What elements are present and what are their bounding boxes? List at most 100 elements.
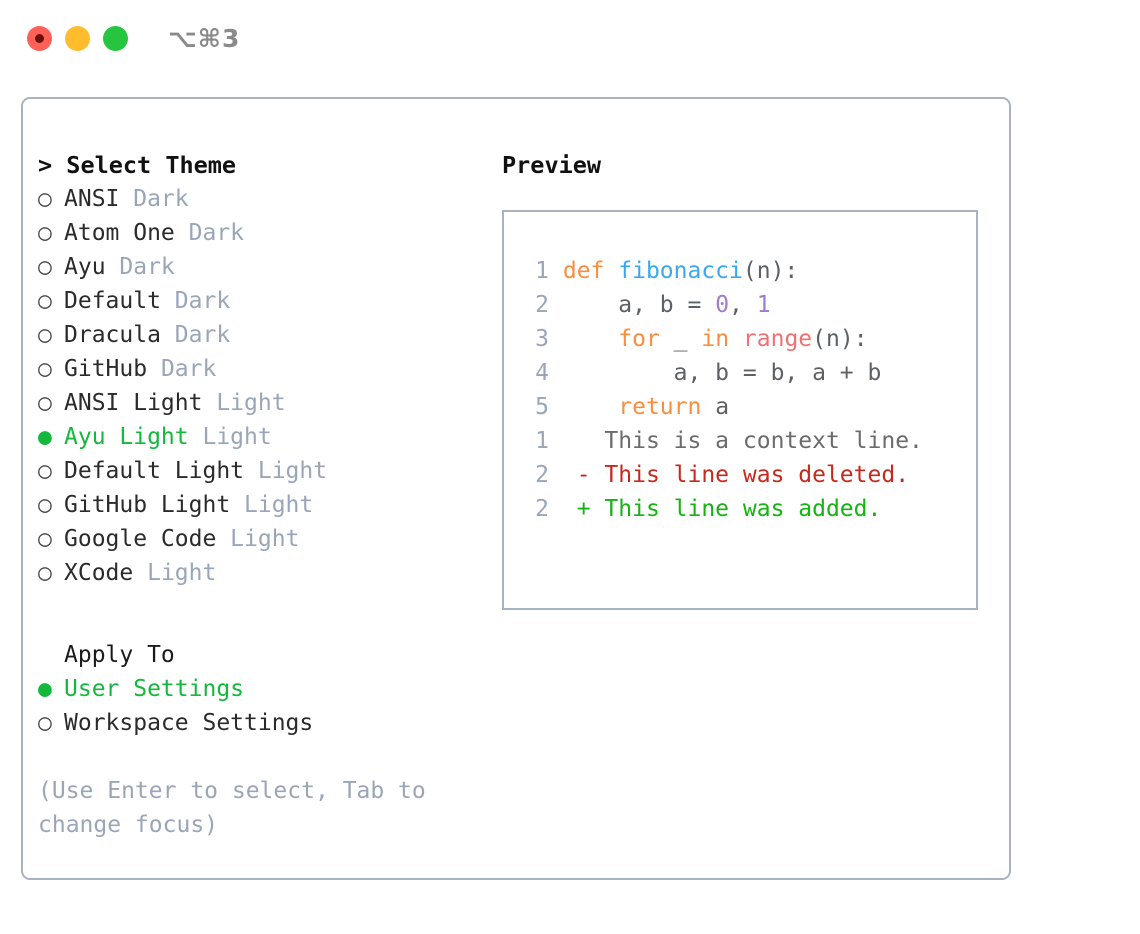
code-token: a, b = b, a + b bbox=[562, 360, 882, 386]
line-number: 5 bbox=[535, 394, 549, 420]
line-number: 2 bbox=[535, 496, 549, 522]
apply-to-item[interactable]: ● User Settings bbox=[38, 672, 478, 706]
code-token: 0 bbox=[715, 292, 730, 318]
code-token bbox=[563, 326, 618, 352]
title-bar: ⌥⌘3 bbox=[0, 0, 1140, 76]
theme-kind-label: Dark bbox=[160, 288, 231, 314]
radio-unselected-icon: ○ bbox=[38, 322, 66, 348]
theme-name-label: Dracula bbox=[64, 322, 161, 348]
radio-unselected-icon: ○ bbox=[38, 560, 66, 586]
radio-unselected-icon: ○ bbox=[38, 356, 66, 382]
theme-list-item[interactable]: ○ Default Dark bbox=[38, 284, 478, 318]
diff-line: 2 + This line was added. bbox=[523, 492, 923, 526]
diff-sign: + bbox=[576, 496, 605, 522]
theme-name-label: ANSI bbox=[64, 186, 120, 212]
theme-list-item[interactable]: ○ GitHub Light Light bbox=[38, 488, 478, 522]
code-token: (n): bbox=[742, 258, 799, 284]
theme-kind-label: Light bbox=[202, 390, 286, 416]
theme-name-label: Default bbox=[64, 288, 161, 314]
diff-line: 2 - This line was deleted. bbox=[523, 458, 923, 492]
main-panel: > Select Theme ○ ANSI Dark○ Atom One Dar… bbox=[21, 97, 1011, 880]
theme-list-item[interactable]: ○ XCode Light bbox=[38, 556, 478, 590]
radio-unselected-icon: ○ bbox=[38, 390, 66, 416]
radio-unselected-icon: ○ bbox=[38, 492, 66, 518]
diff-text: This line was added. bbox=[604, 496, 882, 522]
code-token: , bbox=[729, 292, 757, 318]
traffic-lights bbox=[27, 26, 128, 51]
diff-text: This is a context line. bbox=[604, 428, 923, 454]
code-token bbox=[563, 394, 618, 420]
theme-name-label: Google Code bbox=[64, 526, 217, 552]
theme-kind-label: Light bbox=[188, 424, 272, 450]
theme-list-item[interactable]: ○ Google Code Light bbox=[38, 522, 478, 556]
apply-to-heading-label: Apply To bbox=[64, 642, 175, 668]
diff-sign: - bbox=[576, 462, 605, 488]
theme-name-label: XCode bbox=[64, 560, 134, 586]
code-token: _ bbox=[659, 326, 702, 352]
theme-list-item[interactable]: ○ Atom One Dark bbox=[38, 216, 478, 250]
selection-caret: > bbox=[38, 151, 67, 179]
keyboard-shortcut-label: ⌥⌘3 bbox=[168, 24, 241, 53]
theme-kind-label: Light bbox=[216, 526, 300, 552]
line-number: 1 bbox=[535, 428, 549, 454]
diff-line: 1 This is a context line. bbox=[523, 424, 923, 458]
code-line: 1 def fibonacci(n): bbox=[523, 254, 881, 288]
preview-title: Preview bbox=[502, 151, 602, 179]
theme-list-item[interactable]: ○ Dracula Dark bbox=[38, 318, 478, 352]
close-button-icon[interactable] bbox=[27, 26, 52, 51]
radio-selected-icon: ● bbox=[38, 676, 66, 702]
code-token: 1 bbox=[756, 292, 771, 318]
code-line: 5 return a bbox=[523, 390, 881, 424]
theme-kind-label: Dark bbox=[174, 220, 245, 246]
code-token: def bbox=[562, 258, 619, 284]
line-number: 3 bbox=[535, 326, 549, 352]
page-title-label: Select Theme bbox=[66, 151, 237, 179]
apply-to-item[interactable]: ○ Workspace Settings bbox=[38, 706, 478, 740]
keyboard-hint: (Use Enter to select, Tab to change focu… bbox=[38, 778, 426, 838]
radio-unselected-icon: ○ bbox=[38, 288, 66, 314]
maximize-button-icon[interactable] bbox=[103, 26, 128, 51]
code-token: a, b = bbox=[562, 292, 716, 318]
theme-list-item[interactable]: ○ Default Light Light bbox=[38, 454, 478, 488]
apply-to-heading: Apply To bbox=[38, 638, 478, 672]
theme-kind-label: Light bbox=[230, 492, 314, 518]
code-token: (n): bbox=[812, 326, 868, 352]
diff-sample: 1 This is a context line.2 - This line w… bbox=[523, 424, 923, 526]
theme-list-item[interactable]: ● Ayu Light Light bbox=[38, 420, 478, 454]
radio-unselected-icon: ○ bbox=[38, 710, 66, 736]
theme-list-item[interactable]: ○ GitHub Dark bbox=[38, 352, 478, 386]
code-token: fibonacci bbox=[618, 258, 743, 284]
apply-to-list: ● User Settings○ Workspace Settings bbox=[38, 672, 478, 740]
code-line: 3 for _ in range(n): bbox=[523, 322, 881, 356]
line-number: 1 bbox=[535, 258, 549, 284]
theme-name-label: Ayu Light bbox=[64, 424, 189, 450]
theme-picker-column: > Select Theme ○ ANSI Dark○ Atom One Dar… bbox=[38, 148, 478, 842]
theme-list-item[interactable]: ○ ANSI Dark bbox=[38, 182, 478, 216]
theme-kind-label: Light bbox=[244, 458, 328, 484]
apply-to-label: Workspace Settings bbox=[64, 710, 314, 736]
radio-unselected-icon: ○ bbox=[38, 526, 66, 552]
theme-kind-label: Dark bbox=[147, 356, 217, 382]
radio-unselected-icon: ○ bbox=[38, 458, 66, 484]
code-line: 4 a, b = b, a + b bbox=[523, 356, 881, 390]
diff-text: This line was deleted. bbox=[604, 462, 910, 488]
minimize-button-icon[interactable] bbox=[65, 26, 90, 51]
line-number: 2 bbox=[535, 462, 549, 488]
line-number: 2 bbox=[535, 292, 549, 318]
theme-list: ○ ANSI Dark○ Atom One Dark○ Ayu Dark○ De… bbox=[38, 182, 478, 590]
apply-to-label: User Settings bbox=[64, 676, 245, 702]
code-token: for bbox=[618, 326, 660, 352]
code-token: a bbox=[701, 394, 730, 420]
theme-name-label: GitHub Light bbox=[64, 492, 231, 518]
diff-sign bbox=[577, 428, 605, 454]
code-token bbox=[729, 326, 743, 352]
radio-selected-icon: ● bbox=[38, 424, 66, 450]
page-title: > Select Theme bbox=[38, 148, 478, 182]
theme-name-label: GitHub bbox=[64, 356, 148, 382]
theme-kind-label: Dark bbox=[160, 322, 231, 348]
theme-list-item[interactable]: ○ Ayu Dark bbox=[38, 250, 478, 284]
theme-list-item[interactable]: ○ ANSI Light Light bbox=[38, 386, 478, 420]
